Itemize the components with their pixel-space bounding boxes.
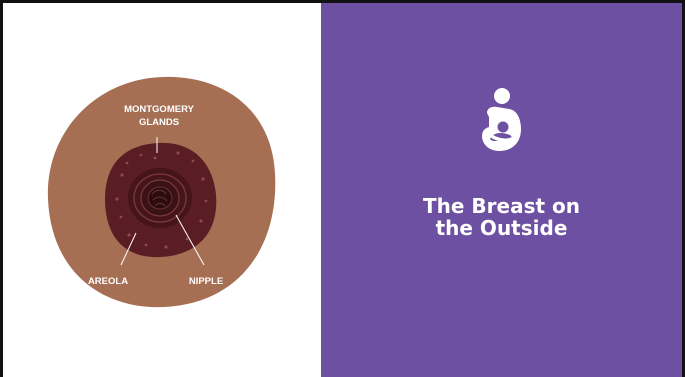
areola-pointer-line	[120, 232, 137, 266]
nipple-label: NIPPLE	[189, 276, 223, 287]
areola-label: AREOLA	[88, 276, 128, 287]
title-panel: The Breast on the Outside	[321, 3, 682, 377]
breastfeeding-mother-icon	[482, 88, 521, 151]
nipple-pointer-line	[175, 214, 205, 266]
montgomery-label-line2: GLANDS	[139, 117, 179, 128]
slide-title: The Breast on the Outside	[321, 195, 682, 239]
title-line-2: the Outside	[435, 216, 568, 240]
breast-anatomy-diagram: MONTGOMERY GLANDS AREOLA NIPPLE	[47, 76, 276, 308]
montgomery-gland-dots	[115, 151, 208, 249]
montgomery-label-line1: MONTGOMERY	[124, 104, 195, 115]
diagram-panel: MONTGOMERY GLANDS AREOLA NIPPLE	[3, 3, 321, 377]
nipple-shape	[128, 168, 192, 228]
title-line-1: The Breast on	[423, 194, 580, 218]
